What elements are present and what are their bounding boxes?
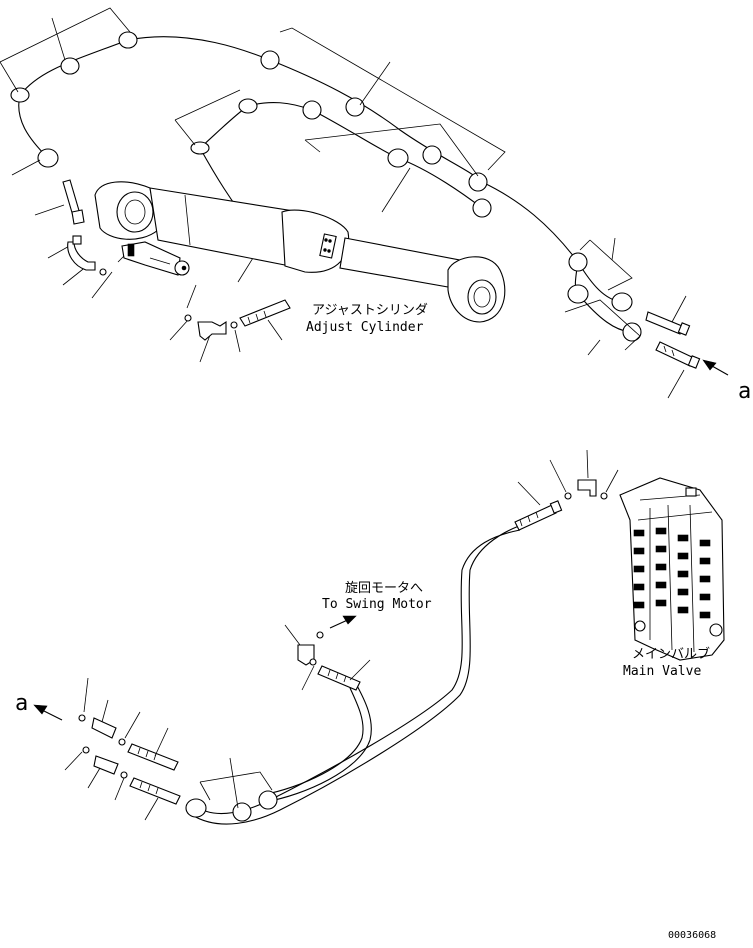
swing-motor-arrow	[329, 615, 357, 629]
swing-motor-label-jp: 旋回モータへ	[345, 581, 423, 596]
main-valve	[619, 477, 725, 661]
valve-fittings	[514, 479, 608, 531]
lower-left-fittings	[78, 714, 181, 805]
adjust-cylinder-label-en: Adjust Cylinder	[306, 320, 424, 335]
lower-hose-route	[191, 521, 531, 825]
main-valve-spools	[633, 527, 711, 619]
hose-clamps	[10, 31, 642, 342]
upper-left-fittings	[62, 179, 107, 276]
lower-leader-lines	[64, 449, 619, 821]
main-valve-label-jp: メインバルブ	[632, 646, 710, 662]
upper-right-bolts	[645, 311, 701, 369]
ref-a-upper: a	[738, 379, 751, 404]
upper-middle-fittings	[184, 299, 291, 341]
upper-ref-arrow	[702, 359, 729, 376]
ref-a-lower: a	[15, 691, 28, 716]
cylinder-switch	[121, 241, 190, 276]
lower-bracket	[199, 771, 273, 801]
drawing-number: 00036068	[668, 930, 716, 941]
adjust-cylinder	[94, 181, 506, 323]
group-brackets	[0, 7, 641, 351]
lower-ref-arrow	[33, 704, 63, 721]
swing-motor-label-en: To Swing Motor	[322, 597, 432, 612]
main-valve-label-en: Main Valve	[623, 664, 701, 679]
swing-motor-fittings	[297, 631, 361, 691]
adjust-cylinder-label-jp: アジャストシリンダ	[312, 303, 428, 318]
lower-hose-clamps	[185, 790, 278, 822]
